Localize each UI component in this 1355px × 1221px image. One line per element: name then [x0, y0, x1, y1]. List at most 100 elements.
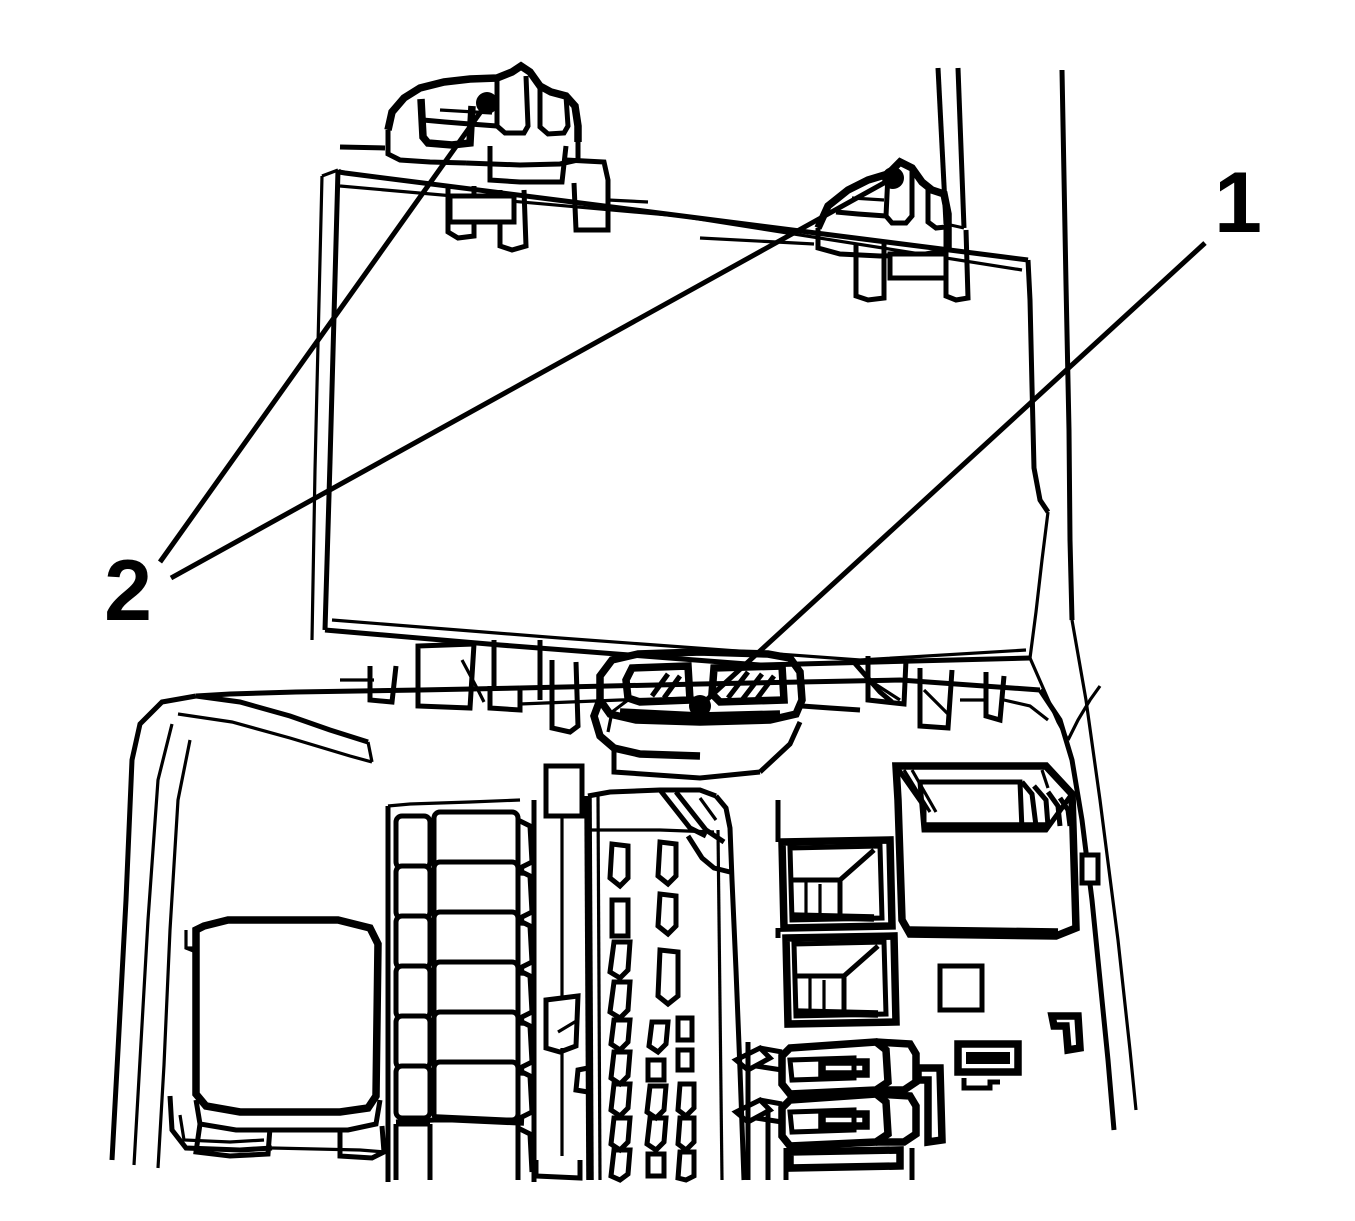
fuse-slot-left-lug — [393, 1013, 433, 1071]
lower-connector-group[interactable] — [731, 1038, 946, 1180]
cavity-slot — [608, 1049, 633, 1088]
base-foot-left-extension — [271, 1146, 386, 1154]
base-left-chamfer-b — [177, 712, 373, 764]
cavity-panel-right-rib — [716, 829, 724, 1181]
leader-arrowhead-2b — [882, 167, 904, 189]
base-left-chamfer-cap — [366, 741, 374, 763]
large-relay-fin — [1057, 796, 1073, 827]
relay-socket-shadow — [793, 1008, 879, 1018]
left-panel-outline — [192, 916, 382, 1116]
maxi-fuse-bank[interactable] — [385, 798, 537, 1182]
connector-skirt-fold — [606, 698, 629, 733]
slotted-strip-tab — [961, 1078, 1000, 1091]
cavity-slot — [655, 839, 679, 888]
latch-right-leg-a — [853, 244, 887, 303]
latch-left-lower-right — [465, 142, 581, 168]
fuse-slot-left-lug — [393, 1063, 433, 1121]
fuse-slot[interactable] — [393, 809, 535, 876]
cavity-slot — [675, 1149, 697, 1183]
cavity-slot — [608, 1017, 633, 1054]
callout-number-2: 2 — [104, 543, 152, 639]
mount-post-foot — [533, 1160, 583, 1181]
connector-latch-hatch — [740, 672, 764, 702]
relay-socket-outer — [782, 932, 900, 1028]
latch-left-post-a — [494, 75, 531, 136]
cavity-panel-bevel-a — [658, 788, 708, 839]
cover-right-edge-upper — [1025, 259, 1051, 514]
relay-socket-group[interactable] — [775, 800, 900, 1028]
cavity-slot — [655, 891, 679, 938]
fuse-slot-right-lug — [516, 1017, 535, 1071]
fuse-slot[interactable] — [393, 1117, 535, 1180]
connector-skirt-right — [758, 720, 803, 774]
connector-outer-shell — [596, 648, 806, 726]
latch-right-crossbar — [835, 209, 887, 219]
latch-left-slot — [447, 193, 517, 225]
large-relay-outer — [892, 762, 1080, 940]
connector-skirt-left — [590, 698, 701, 760]
cavity-slot — [646, 1019, 671, 1056]
bridge-right-curve — [1003, 698, 1049, 722]
relay-socket[interactable] — [782, 932, 900, 1028]
relay-socket[interactable] — [778, 836, 896, 932]
bridge-top-edge — [519, 677, 1041, 693]
cover-latch-tab-right[interactable] — [699, 67, 971, 303]
relay-socket-inner — [791, 939, 889, 1019]
lower-connector-hook-bracket — [914, 1064, 946, 1147]
latch-right-spindle-right — [955, 67, 967, 229]
lower-connector-slot — [818, 1058, 870, 1078]
cavity-panel-bevel-b — [674, 790, 726, 845]
fuse-slot[interactable] — [393, 1059, 535, 1126]
cavity-slot — [645, 1057, 667, 1083]
latch-left-tab-extension — [339, 144, 386, 151]
cavity-slot — [607, 939, 633, 982]
hook-shaped-rib — [1047, 1012, 1084, 1055]
large-relay-bottom-shadow — [909, 926, 1059, 936]
fuse-cavity-panel — [573, 787, 747, 1183]
latch-left-post-b — [537, 86, 571, 137]
cavity-slot — [645, 1151, 667, 1179]
cavity-slot — [655, 947, 681, 1008]
left-blank-panel — [184, 916, 387, 1161]
base-foot-left-inner — [178, 1114, 265, 1144]
cover-right-edge-lower — [1028, 511, 1050, 659]
fuse-slot-left-lug — [393, 963, 433, 1021]
fuse-slot-left-lug — [393, 1124, 433, 1180]
large-relay-bevel-b — [902, 769, 932, 813]
relay-socket-terminals — [808, 978, 826, 1014]
cavity-slot — [675, 1115, 697, 1154]
fuse-slot-right-lug — [516, 1067, 535, 1121]
fuse-slot-right-lug — [516, 917, 535, 971]
cavity-slot — [675, 1081, 697, 1120]
base-left-wall-mid — [132, 723, 174, 1166]
bridge-bracket-b-bevel — [460, 659, 486, 703]
cavity-slot — [644, 1115, 669, 1154]
latch-left-crossbar — [422, 117, 498, 129]
left-panel-foot-a — [193, 1123, 273, 1159]
center-connector-assembly[interactable] — [590, 648, 861, 781]
large-relay-socket[interactable] — [892, 762, 1101, 940]
misc-right-details — [937, 963, 1084, 1091]
cavity-panel-bevel-d — [698, 797, 718, 821]
latch-left-inner-pocket — [417, 98, 476, 149]
cavity-panel-right-edge — [714, 794, 747, 1181]
latch-right-slot — [887, 251, 949, 281]
fuse-slot[interactable] — [393, 959, 535, 1026]
cavity-slot — [607, 841, 631, 890]
latch-left-bracket-right — [565, 157, 611, 233]
fuse-slot-right-lug — [516, 867, 535, 921]
left-panel-foot-b — [337, 1125, 387, 1161]
cavity-slot — [608, 1081, 633, 1120]
cavity-panel-left-edge — [584, 795, 594, 1181]
lower-connector[interactable] — [731, 1090, 920, 1150]
cavity-slot — [675, 1047, 695, 1073]
bridge-bracket-c — [487, 686, 523, 713]
fuse-slot-body — [431, 1059, 521, 1123]
center-bridge-rail — [340, 640, 1049, 735]
lower-connector-left-tab — [731, 1044, 775, 1074]
connector-cavity-left — [622, 662, 694, 706]
fuse-slot-right-lug — [516, 967, 535, 1021]
leader-line-2b — [169, 175, 895, 581]
lower-connector-slot — [818, 1110, 870, 1130]
